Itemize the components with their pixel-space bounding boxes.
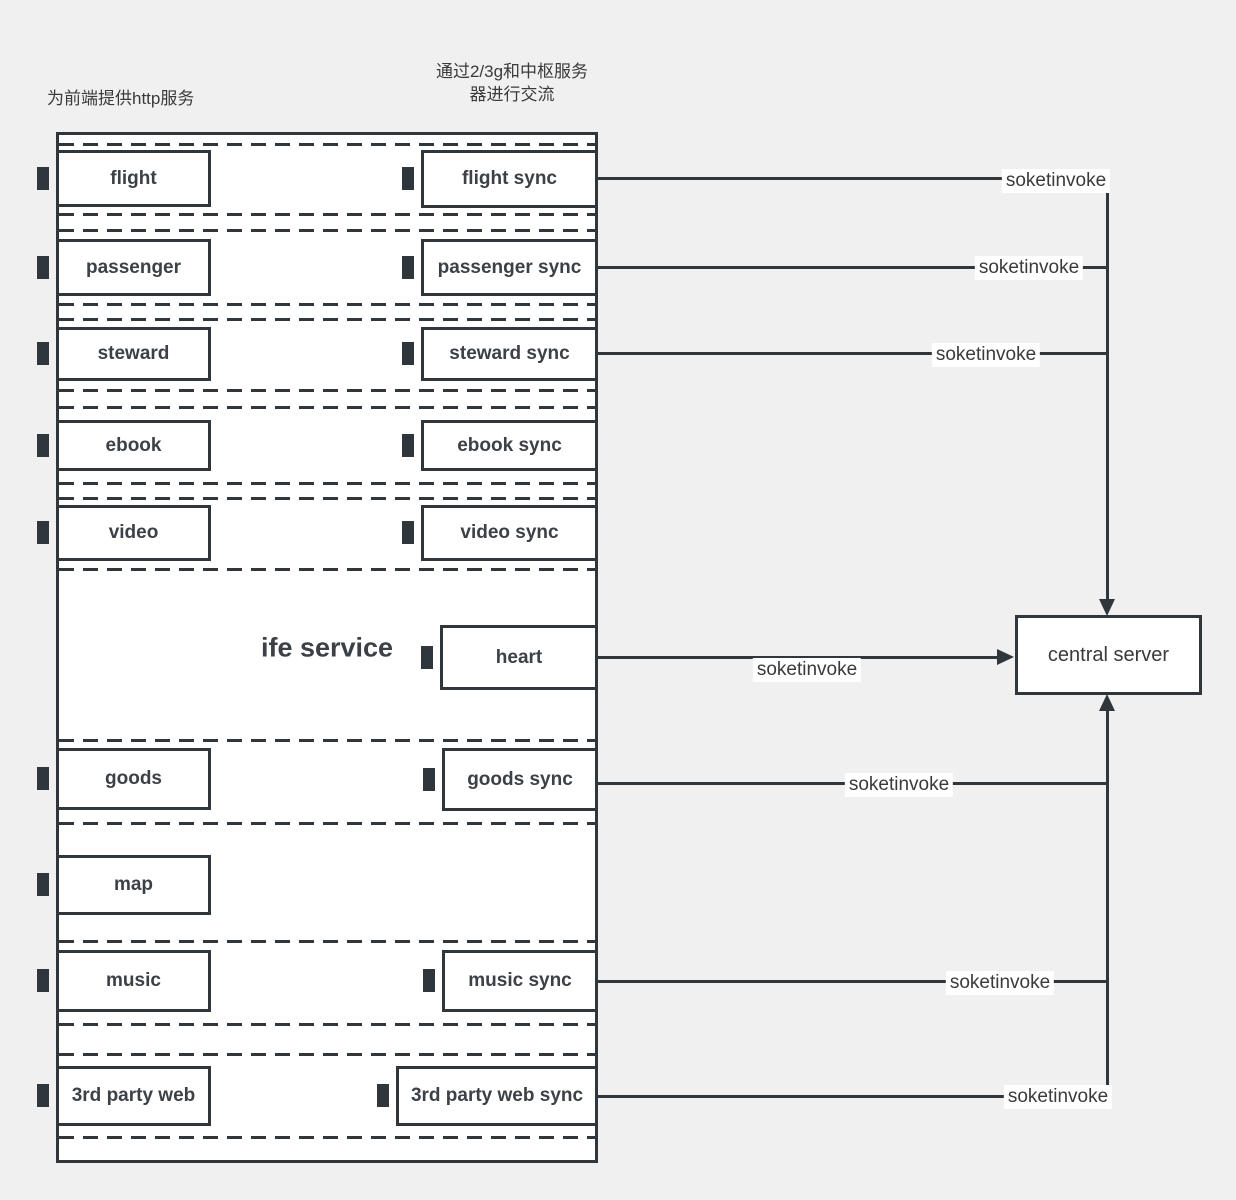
central-server-label: central server: [1047, 643, 1170, 666]
soketinvoke-label-steward: soketinvoke: [931, 343, 1041, 367]
lane-divider: [59, 229, 595, 232]
component-flight-sync[interactable]: flight sync: [402, 150, 598, 208]
lane-divider: [59, 568, 595, 571]
annotation-http-note: 为前端提供http服务: [47, 89, 195, 108]
arrowhead-up-icon: [1099, 694, 1115, 711]
lane-divider: [59, 389, 595, 392]
connector-music-sync: [598, 980, 1108, 983]
component-icon: [37, 873, 75, 896]
lane-divider: [59, 213, 595, 216]
lane-divider: [59, 1136, 595, 1139]
component-video-sync[interactable]: video sync: [402, 505, 598, 561]
component-icon: [402, 342, 440, 365]
component-music[interactable]: music: [37, 950, 211, 1012]
component-icon: [37, 1084, 75, 1107]
component-flight[interactable]: flight: [37, 150, 211, 207]
component-label: flight sync: [461, 168, 557, 189]
component-label: video: [108, 522, 159, 543]
component-label: music sync: [468, 970, 572, 991]
component-icon: [402, 167, 440, 190]
connector-trunk-bottom: [1106, 710, 1109, 1098]
component-label: video sync: [460, 522, 559, 543]
central-server[interactable]: central server: [1015, 615, 1202, 695]
lane-divider: [59, 497, 595, 500]
lane-divider: [59, 739, 595, 742]
connector-3rd-party-web-sync: [598, 1095, 1108, 1098]
annotation-sync-note-line2: 器进行交流: [469, 85, 555, 104]
connector-heart: [598, 656, 998, 659]
soketinvoke-label-flight: soketinvoke: [1001, 169, 1111, 193]
component-icon: [402, 255, 440, 279]
component-label: 3rd party web sync: [410, 1085, 584, 1106]
connector-flight-sync: [598, 177, 1108, 180]
component-ebook-sync[interactable]: ebook sync: [402, 420, 598, 471]
component-heart[interactable]: heart: [421, 625, 598, 690]
component-icon: [37, 767, 75, 790]
component-icon: [37, 342, 75, 365]
connector-trunk-top: [1106, 177, 1109, 601]
soketinvoke-label-heart: soketinvoke: [752, 658, 862, 682]
component-label: steward: [97, 343, 170, 364]
lane-divider: [59, 1053, 595, 1056]
component-label: steward sync: [449, 343, 570, 364]
component-icon: [423, 969, 461, 992]
component-label: music: [106, 970, 161, 991]
lane-divider: [59, 940, 595, 943]
component-3rd-party-web-sync[interactable]: 3rd party web sync: [377, 1066, 598, 1126]
ife-service-label: ife service: [260, 632, 394, 663]
soketinvoke-label-music: soketinvoke: [945, 971, 1055, 995]
component-passenger-sync[interactable]: passenger sync: [402, 239, 598, 296]
lane-divider: [59, 143, 595, 146]
lane-divider: [59, 318, 595, 321]
component-label: goods: [105, 768, 162, 789]
component-steward-sync[interactable]: steward sync: [402, 327, 598, 381]
arrowhead-right-icon: [997, 649, 1014, 665]
component-icon: [37, 433, 75, 457]
component-icon: [402, 433, 440, 457]
component-icon: [37, 255, 75, 279]
component-video[interactable]: video: [37, 505, 211, 561]
component-goods[interactable]: goods: [37, 748, 211, 810]
component-icon: [37, 969, 75, 992]
component-icon: [423, 767, 461, 791]
component-map[interactable]: map: [37, 855, 211, 915]
component-music-sync[interactable]: music sync: [423, 950, 598, 1012]
component-label: map: [113, 874, 154, 895]
lane-divider: [59, 406, 595, 409]
component-3rd-party-web[interactable]: 3rd party web: [37, 1066, 211, 1126]
lane-divider: [59, 1023, 595, 1026]
arrowhead-down-icon: [1099, 599, 1115, 616]
component-icon: [402, 521, 440, 544]
component-label: ebook: [105, 434, 162, 456]
soketinvoke-label-3rd-party: soketinvoke: [1003, 1085, 1113, 1109]
component-label: 3rd party web: [71, 1085, 196, 1106]
component-label: goods sync: [467, 768, 573, 790]
component-ebook[interactable]: ebook: [37, 420, 211, 471]
soketinvoke-label-passenger: soketinvoke: [974, 256, 1084, 280]
component-icon: [421, 645, 459, 669]
component-icon: [377, 1084, 415, 1107]
component-passenger[interactable]: passenger: [37, 239, 211, 296]
component-label: heart: [495, 646, 543, 668]
connector-passenger-sync: [598, 266, 1108, 269]
lane-divider: [59, 303, 595, 306]
annotation-sync-note: 通过2/3g和中枢服务 器进行交流: [436, 60, 588, 106]
connector-steward-sync: [598, 352, 1108, 355]
component-label: flight: [110, 167, 157, 189]
soketinvoke-label-goods: soketinvoke: [844, 773, 954, 797]
component-icon: [37, 521, 75, 544]
component-goods-sync[interactable]: goods sync: [423, 748, 598, 811]
component-label: ebook sync: [457, 434, 562, 456]
component-icon: [37, 166, 75, 190]
annotation-sync-note-line1: 通过2/3g和中枢服务: [435, 62, 589, 81]
component-steward[interactable]: steward: [37, 327, 211, 381]
component-label: passenger: [85, 256, 182, 278]
lane-divider: [59, 822, 595, 825]
component-label: passenger sync: [437, 256, 582, 278]
lane-divider: [59, 482, 595, 485]
